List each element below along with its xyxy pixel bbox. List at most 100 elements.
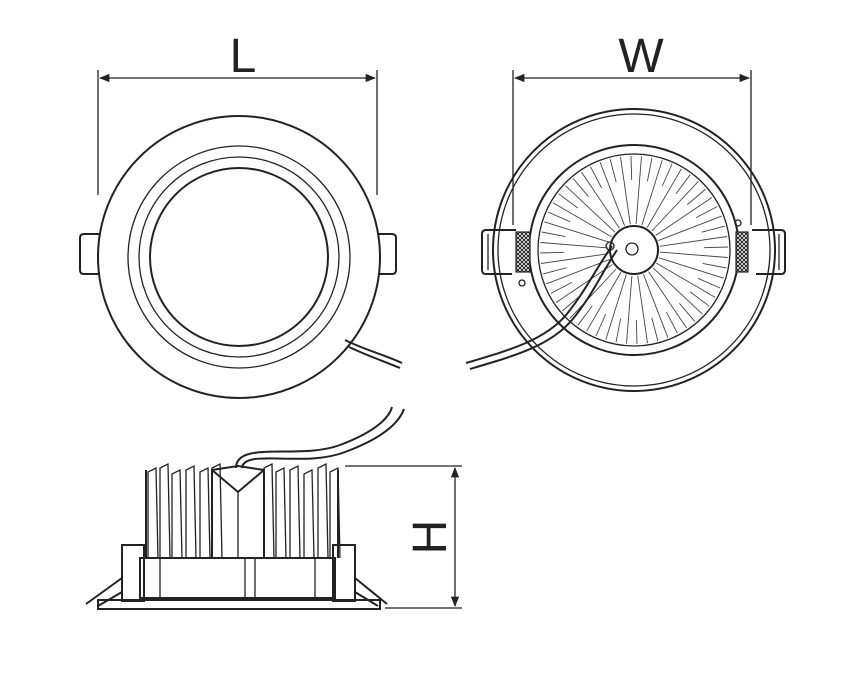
side-view: H: [85, 406, 462, 610]
heatsink-fin-short: [590, 166, 602, 189]
heatsink-fin: [552, 202, 612, 238]
back-inner-rim: [497, 113, 771, 387]
heatsink-fin-short: [550, 282, 573, 294]
back-right-spring-clip: [735, 229, 786, 275]
heatsink-fin-short: [687, 188, 706, 205]
heatsink-fin: [635, 156, 642, 225]
side-right-clamp: [332, 544, 356, 602]
dimension-l: L: [97, 30, 378, 195]
heatsink-fin-short: [675, 174, 691, 195]
back-outer-rim: [492, 108, 776, 392]
heatsink-fin: [555, 264, 613, 303]
side-trim: [97, 599, 381, 610]
back-clip-rivet-right: [734, 219, 742, 227]
heatsink-fin: [599, 162, 626, 226]
heatsink-fin-short: [679, 303, 696, 322]
heatsink-fin: [540, 242, 609, 249]
side-heatsink-fins: [145, 462, 341, 559]
heatsink-fin-short: [666, 311, 678, 334]
heatsink-fin-short: [701, 225, 726, 233]
front-view: L: [79, 30, 403, 399]
heatsink-fin: [626, 275, 633, 344]
heatsink-fin-short: [702, 262, 727, 269]
heatsink-fin-short: [630, 155, 633, 181]
side-fin: [159, 462, 171, 559]
back-heatsink-outline: [537, 153, 731, 347]
heatsink-fin: [569, 268, 617, 319]
heatsink-fin-short: [572, 178, 589, 197]
side-fin: [275, 466, 287, 559]
heatsink-fin-short: [646, 157, 653, 182]
heatsink-fins: [539, 155, 729, 345]
heatsink-fin: [648, 271, 687, 329]
heatsink-fin: [546, 258, 610, 285]
side-fin: [171, 468, 183, 559]
heatsink-fin-short: [595, 313, 607, 337]
heatsink-fin: [641, 160, 663, 226]
front-trim-ring: [127, 145, 351, 369]
front-cable: [344, 339, 403, 369]
front-reflector-ring: [138, 156, 340, 358]
heatsink-fin: [655, 197, 713, 236]
dimension-h: H: [345, 465, 462, 609]
heatsink-fin: [659, 236, 728, 247]
heatsink-fin-short: [542, 267, 567, 275]
back-view: W: [465, 30, 786, 392]
side-fin: [147, 466, 159, 559]
back-clip-rivet-left: [518, 279, 526, 287]
heatsink-fin: [605, 274, 627, 340]
heatsink-fin-short: [661, 163, 673, 187]
heatsink-fin-short: [635, 319, 638, 345]
heatsink-fin: [581, 171, 620, 229]
front-outer-rim: [97, 115, 381, 399]
heatsink-fin-short: [703, 246, 729, 249]
dimension-w: W: [512, 30, 752, 225]
heatsink-fin-short: [651, 317, 659, 342]
back-hub: [609, 225, 659, 275]
dimension-h-label: H: [404, 520, 457, 555]
heatsink-fin-short: [577, 305, 593, 326]
side-fin: [303, 468, 315, 559]
side-fin: [185, 464, 197, 559]
heatsink-fin: [658, 257, 724, 279]
heatsink-fin: [656, 262, 716, 298]
heatsink-fin: [642, 274, 669, 338]
heatsink-fin: [586, 272, 622, 332]
side-fin: [317, 462, 329, 559]
heatsink-fin: [540, 253, 609, 264]
heatsink-fin-short: [609, 158, 617, 183]
heatsink-fin: [620, 156, 631, 225]
heatsink-fin: [651, 181, 699, 232]
back-body-ring: [528, 144, 740, 356]
heatsink-fin-short: [695, 206, 718, 218]
heatsink-fin-short: [541, 231, 566, 238]
heatsink-fin-short: [558, 193, 579, 209]
heatsink-fin-short: [547, 211, 571, 223]
front-right-spring-clip: [378, 233, 397, 275]
heatsink-fin: [544, 221, 610, 243]
heatsink-fin: [658, 215, 722, 242]
side-heatsink-outline: [145, 470, 339, 558]
heatsink-fin: [652, 267, 703, 315]
front-left-spring-clip: [79, 233, 100, 275]
dimension-l-label: L: [230, 30, 257, 83]
back-hub-terminal: [625, 242, 639, 256]
side-fin: [263, 462, 275, 559]
front-lens: [149, 167, 329, 347]
back-cable: [465, 245, 618, 370]
heatsink-fin-short: [539, 251, 565, 254]
heatsink-fin: [565, 185, 616, 233]
heatsink-fin: [637, 275, 648, 344]
back-left-spring-clip: [481, 229, 531, 275]
heatsink-fin: [659, 251, 728, 258]
heatsink-fin-short: [615, 318, 622, 343]
heatsink-fin-short: [697, 277, 721, 289]
side-fin: [289, 464, 301, 559]
side-cable: [235, 406, 405, 469]
dimension-w-label: W: [618, 30, 664, 83]
side-fin: [199, 466, 211, 559]
side-center-fin: [211, 464, 265, 558]
heatsink-fin-short: [689, 291, 710, 307]
side-body-base: [139, 557, 336, 599]
